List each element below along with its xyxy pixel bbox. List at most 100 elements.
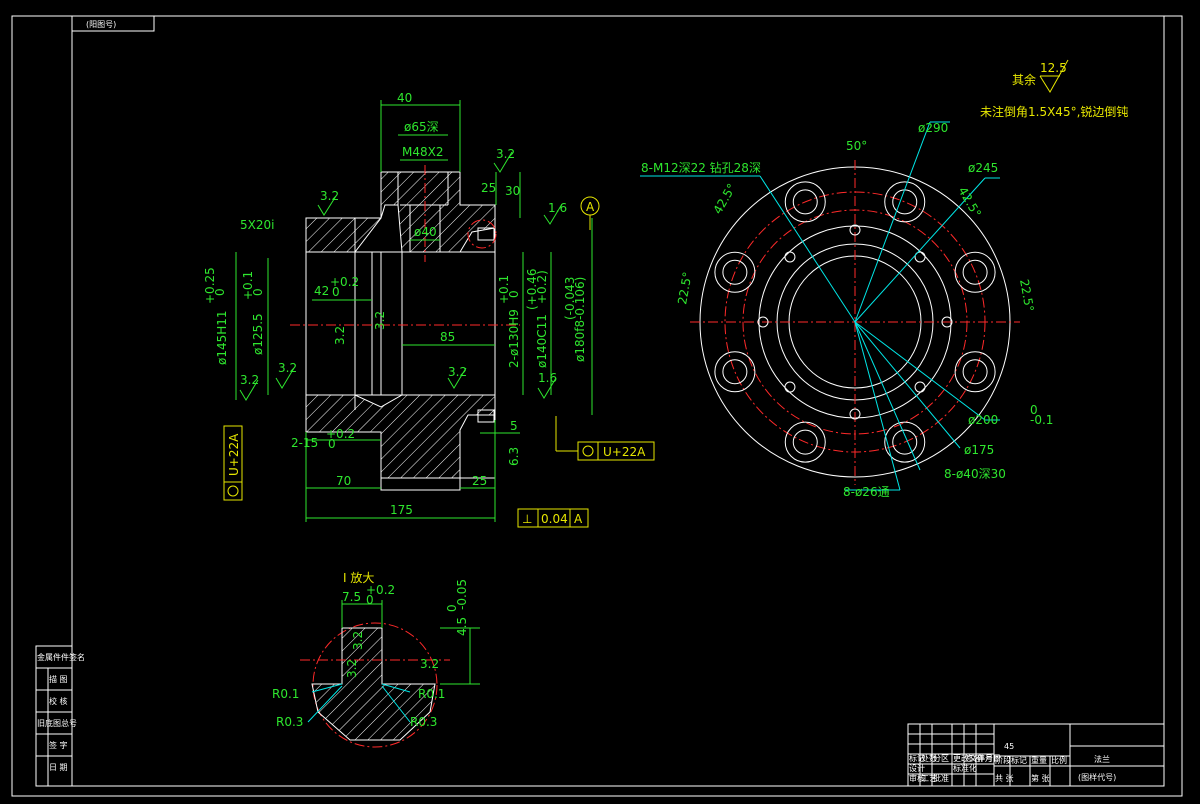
dim-2-15: 2-15	[291, 436, 318, 450]
tapped-hole	[849, 408, 861, 420]
tapped-hole	[941, 316, 953, 328]
plan-dim-40-deep: 8-ø40深30	[944, 467, 1006, 481]
detail-r01-l: R0.1	[272, 687, 299, 701]
side-table: 金属件件签名 描 图 校 核 旧底图总号 签 字 日 期	[35, 645, 85, 787]
dim-m48: M48X2	[402, 145, 443, 159]
dim-70: 70	[336, 474, 351, 488]
through-hole	[892, 429, 918, 455]
dim-140-tol-u: (+0.46	[525, 269, 539, 310]
side-row-1: 描 图	[49, 674, 68, 684]
rough-1: 3.2	[320, 189, 339, 203]
tb-label-11: 阶段标记	[995, 755, 1027, 765]
dim-175: 175	[390, 503, 413, 517]
dim-15-tol-l: 0	[328, 437, 336, 451]
title-block: 45 法兰 (图样代号) 标记 处数 分区 更改文件号 签名 年月日 设计 标准…	[907, 723, 1165, 787]
detail-4-5-tol-u: 0	[445, 604, 459, 612]
detail-rough-2: 3.2	[345, 659, 359, 678]
detail-4-5: 4.5	[455, 617, 469, 636]
dim-130-tol-l: 0	[507, 290, 521, 298]
tb-label-2: 分区	[933, 754, 949, 763]
tb-label-8: 审核	[909, 773, 925, 783]
rough-1-6-a: 1.6	[548, 201, 567, 215]
detail-4-5-tol-l: -0.05	[455, 579, 469, 610]
detail-rough-3: 3.2	[420, 657, 439, 671]
side-row-3: 旧底图总号	[37, 718, 77, 728]
section-view: A U+22A U+22A ⊥ 0.04 A 40 ø65深 M48X2 25 …	[203, 91, 655, 528]
perp-datum: A	[574, 512, 583, 526]
dim-65: ø65深	[404, 120, 439, 134]
dim-130-tol-u: +0.1	[497, 275, 511, 304]
tb-label-5: 年月日	[977, 753, 1001, 763]
dim-145-tol-l: 0	[213, 288, 227, 296]
tb-label-4: 签名	[965, 753, 981, 763]
sheet-outer-border	[11, 15, 1183, 797]
through-hole	[892, 189, 918, 215]
side-row-0: 金属件件签名	[37, 652, 85, 662]
dim-42-tol-u: +0.2	[330, 275, 359, 289]
perp-symbol: ⊥	[522, 512, 532, 526]
plan-view: 50° ø290 ø245 42.5° 42.5° 22.5° 22.5° ø2…	[640, 59, 1128, 499]
chamfer-note: 5X20i	[240, 218, 274, 232]
tb-label-0: 标记	[909, 753, 925, 763]
tb-label-13: 比例	[1051, 755, 1067, 765]
datum-a: A	[586, 200, 595, 214]
tol-left: U+22A	[227, 433, 241, 476]
counterbore-hole	[784, 421, 826, 463]
tapped-hole	[849, 224, 861, 236]
through-hole	[962, 259, 988, 285]
side-row-5: 日 期	[49, 763, 68, 772]
hatch-upper	[305, 171, 496, 253]
rough-7: 3.2	[240, 373, 259, 387]
detail-r03-r: R0.3	[410, 715, 437, 729]
title-drawing-no: (图样代号)	[1078, 772, 1116, 782]
dim-140: ø140C11	[535, 314, 549, 368]
side-row-2: 校 核	[49, 696, 68, 706]
plan-dim-290: ø290	[918, 121, 948, 135]
detail-r03-l: R0.3	[276, 715, 303, 729]
dim-145-tol-u: +0.25	[203, 267, 217, 304]
tapped-hole	[784, 381, 796, 393]
dim-125-tol-u: +0.1	[241, 271, 255, 300]
dim-15-tol-u: +0.2	[326, 427, 355, 441]
dim-125: ø125.5	[251, 313, 265, 355]
plan-dim-22-5-r: 22.5°	[1017, 278, 1036, 313]
through-hole	[722, 359, 748, 385]
counterbore-hole	[954, 251, 996, 293]
title-material: 45	[1004, 742, 1014, 751]
dim-40-top: 40	[397, 91, 412, 105]
tb-label-7: 标准化	[953, 763, 977, 773]
rough-3: 3.2	[448, 365, 467, 379]
dim-40-hole: ø40	[414, 225, 437, 239]
dim-145: ø145H11	[215, 310, 229, 365]
dim-25-top: 25	[481, 181, 496, 195]
dim-130: 2-ø130H9	[507, 309, 521, 368]
plan-dim-245: ø245	[968, 161, 998, 175]
plan-dim-42-5-l: 42.5°	[710, 181, 738, 216]
detail-rough-1: 3.2	[351, 631, 365, 650]
dim-25-bottom: 25	[472, 474, 487, 488]
counterbore-hole	[714, 251, 756, 293]
tb-label-14: 共 张	[995, 774, 1014, 783]
plan-dim-m12: 8-M12深22 钻孔28深	[641, 160, 761, 175]
through-hole	[722, 259, 748, 285]
header-tag-box	[71, 15, 155, 32]
plan-dim-200-tol-l: -0.1	[1030, 413, 1053, 427]
counterbore-hole	[714, 351, 756, 393]
dim-180-tol-u: (-0.043	[563, 277, 577, 320]
tb-label-10: 批准	[933, 773, 949, 783]
counterbore-hole	[954, 351, 996, 393]
rough-1-6-b: 1.6	[538, 371, 557, 385]
dim-140-tol-l: +0.2)	[535, 270, 549, 304]
dim-85: 85	[440, 330, 455, 344]
tol-right: U+22A	[603, 445, 646, 459]
dim-5: 5	[510, 419, 518, 433]
header-tag: (阳图号)	[86, 20, 116, 29]
dim-180: ø180f8	[573, 320, 587, 362]
dim-180-tol-l: -0.106)	[573, 277, 587, 320]
sheet-inner-border	[71, 15, 1165, 787]
tb-label-1: 处数	[921, 753, 937, 763]
plan-dim-22-5-l: 22.5°	[675, 271, 694, 306]
counterbore-hole	[784, 181, 826, 223]
